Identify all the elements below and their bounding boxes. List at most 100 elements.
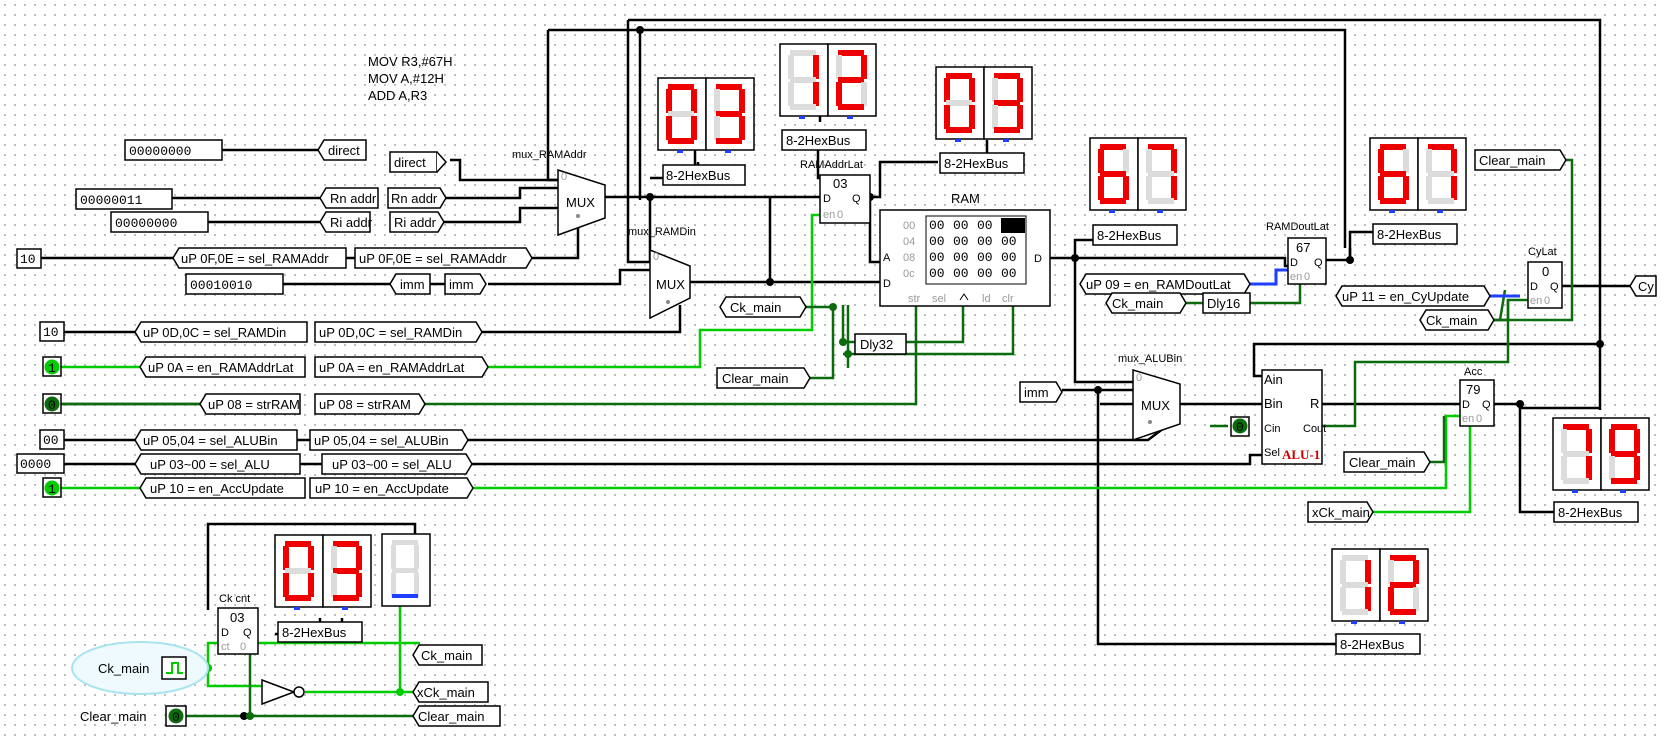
svg-text:Dly16: Dly16 xyxy=(1207,296,1240,311)
input-rn[interactable]: 00000011 xyxy=(75,188,173,210)
digit-pin xyxy=(1109,210,1115,213)
input-sel-alubin[interactable]: 00 xyxy=(39,429,65,450)
svg-text:CyLat: CyLat xyxy=(1528,246,1557,258)
segment-f xyxy=(1561,429,1567,453)
assembly-code: MOV R3,#67H MOV A,#12H ADD A,R3 xyxy=(368,54,453,103)
segment-e xyxy=(836,82,842,106)
segment-f xyxy=(1426,149,1432,173)
input-sel-alu[interactable]: 0000 xyxy=(16,453,65,474)
tunnel-clear-main-cy: Clear_main xyxy=(1474,149,1567,171)
svg-text:Clear_main: Clear_main xyxy=(722,371,788,386)
ram-pin-label: str xyxy=(908,293,921,305)
digit-pin xyxy=(342,607,348,610)
ram-addr: 00 xyxy=(903,220,915,232)
input-imm[interactable]: 00010010 xyxy=(185,273,284,295)
clock-highlight xyxy=(71,641,209,695)
tunnel-ri-addr-2: Ri addr xyxy=(389,211,445,233)
hexbus-1: 8-2HexBus xyxy=(662,164,746,186)
input-en-ramaddrlat[interactable]: 1 xyxy=(42,356,62,377)
segment-c xyxy=(1451,176,1457,200)
seven-seg-display xyxy=(274,534,372,610)
segment-c xyxy=(356,573,362,597)
svg-text:03: 03 xyxy=(230,610,244,625)
svg-text:Ck_main: Ck_main xyxy=(1112,296,1163,311)
input-ri[interactable]: 00000000 xyxy=(110,211,209,233)
digit-pin xyxy=(1620,490,1626,493)
segment-e xyxy=(944,105,950,129)
digit-pin xyxy=(1399,621,1405,624)
segment-c xyxy=(1123,176,1129,200)
svg-text:R: R xyxy=(1310,396,1319,411)
svg-text:Cin: Cin xyxy=(1264,423,1281,435)
tunnel-direct: direct xyxy=(317,139,367,161)
segment-b xyxy=(1413,560,1419,584)
tunnel-en-cyupdate: uP 11 = en_CyUpdate xyxy=(1335,285,1491,307)
segment-d xyxy=(1611,478,1637,484)
svg-text:uP 10 = en_AccUpdate: uP 10 = en_AccUpdate xyxy=(150,481,284,496)
segment-a xyxy=(668,84,694,90)
segment-d xyxy=(716,138,742,144)
svg-text:Ck_main: Ck_main xyxy=(730,300,781,315)
segment-e xyxy=(788,82,794,106)
segment-d xyxy=(790,104,816,110)
svg-text:D: D xyxy=(1530,281,1538,293)
segment-b xyxy=(1586,429,1592,453)
tunnel-en-ramaddrlat-2: uP 0A = en_RAMAddrLat xyxy=(314,356,489,378)
segment-g xyxy=(1563,451,1589,457)
svg-text:uP 08 = strRAM: uP 08 = strRAM xyxy=(319,397,411,412)
const-cin[interactable]: 0 xyxy=(1230,416,1250,437)
segment-a xyxy=(1342,555,1368,561)
svg-text:0: 0 xyxy=(1304,271,1310,283)
digit-pin xyxy=(725,150,731,153)
tunnel-en-accupdate-2: uP 10 = en_AccUpdate xyxy=(309,477,474,499)
svg-text:uP 0A = en_RAMAddrLat: uP 0A = en_RAMAddrLat xyxy=(148,360,294,375)
tunnel-ck-main-ramdout: Ck_main xyxy=(1105,292,1187,314)
ram-pin-label: clr xyxy=(1002,293,1014,305)
segment-b xyxy=(969,78,975,102)
segment-d xyxy=(668,138,694,144)
tunnel-strram: uP 08 = strRAM xyxy=(199,393,301,415)
segment-c xyxy=(308,573,314,597)
segment-f xyxy=(1340,560,1346,584)
dly32: Dly32 xyxy=(854,333,907,355)
svg-text:8-2HexBus: 8-2HexBus xyxy=(282,625,347,640)
clock-source[interactable]: Ck_main xyxy=(98,656,187,680)
ram-cell: 00 xyxy=(977,234,993,249)
svg-text:Q: Q xyxy=(1550,281,1559,293)
tunnel-en-accupdate: uP 10 = en_AccUpdate xyxy=(139,477,306,499)
input-direct[interactable]: 00000000 xyxy=(124,139,223,161)
input-sel-ramdin[interactable]: 10 xyxy=(39,321,65,342)
segment-a xyxy=(994,73,1020,79)
tunnel-imm-alu: imm xyxy=(1019,381,1063,403)
segment-f xyxy=(1378,149,1384,173)
segment-g xyxy=(994,100,1020,106)
input-sel-ramaddr[interactable]: 10 xyxy=(16,248,42,269)
tunnel-cy: Cy xyxy=(1629,275,1657,297)
svg-text:RAMAddrLat: RAMAddrLat xyxy=(800,159,863,171)
svg-text:0: 0 xyxy=(1236,420,1244,435)
tunnel-imm-2: imm xyxy=(444,273,487,295)
svg-text:79: 79 xyxy=(1466,382,1480,397)
ram-cell: 00 xyxy=(953,218,969,233)
tunnel-clear-main-ram: Clear_main xyxy=(716,367,811,389)
clear-source[interactable]: Clear_main 0 xyxy=(80,705,187,727)
input-strram[interactable]: 0 xyxy=(42,393,62,414)
input-pins[interactable]: 00000000 00000011 00000000 10 00010010 1… xyxy=(16,139,1250,498)
svg-text:uP 03~00 = sel_ALU: uP 03~00 = sel_ALU xyxy=(150,457,270,472)
input-en-accupdate[interactable]: 1 xyxy=(42,477,62,498)
segment-b xyxy=(861,55,867,79)
asm-line-1: MOV R3,#67H xyxy=(368,54,453,69)
svg-text:Ain: Ain xyxy=(1264,372,1283,387)
segment-d xyxy=(1342,609,1368,615)
svg-text:Sel: Sel xyxy=(1264,447,1280,459)
ram-cell: 00 xyxy=(977,218,993,233)
segment-e xyxy=(1426,176,1432,200)
segment-d xyxy=(994,127,1020,133)
svg-text:en: en xyxy=(1462,413,1474,425)
segment-b xyxy=(1634,429,1640,453)
svg-text:Ck_main: Ck_main xyxy=(421,648,472,663)
svg-text:Ri addr: Ri addr xyxy=(330,215,373,230)
tunnel-clear-main-out: Clear_main xyxy=(412,705,501,727)
